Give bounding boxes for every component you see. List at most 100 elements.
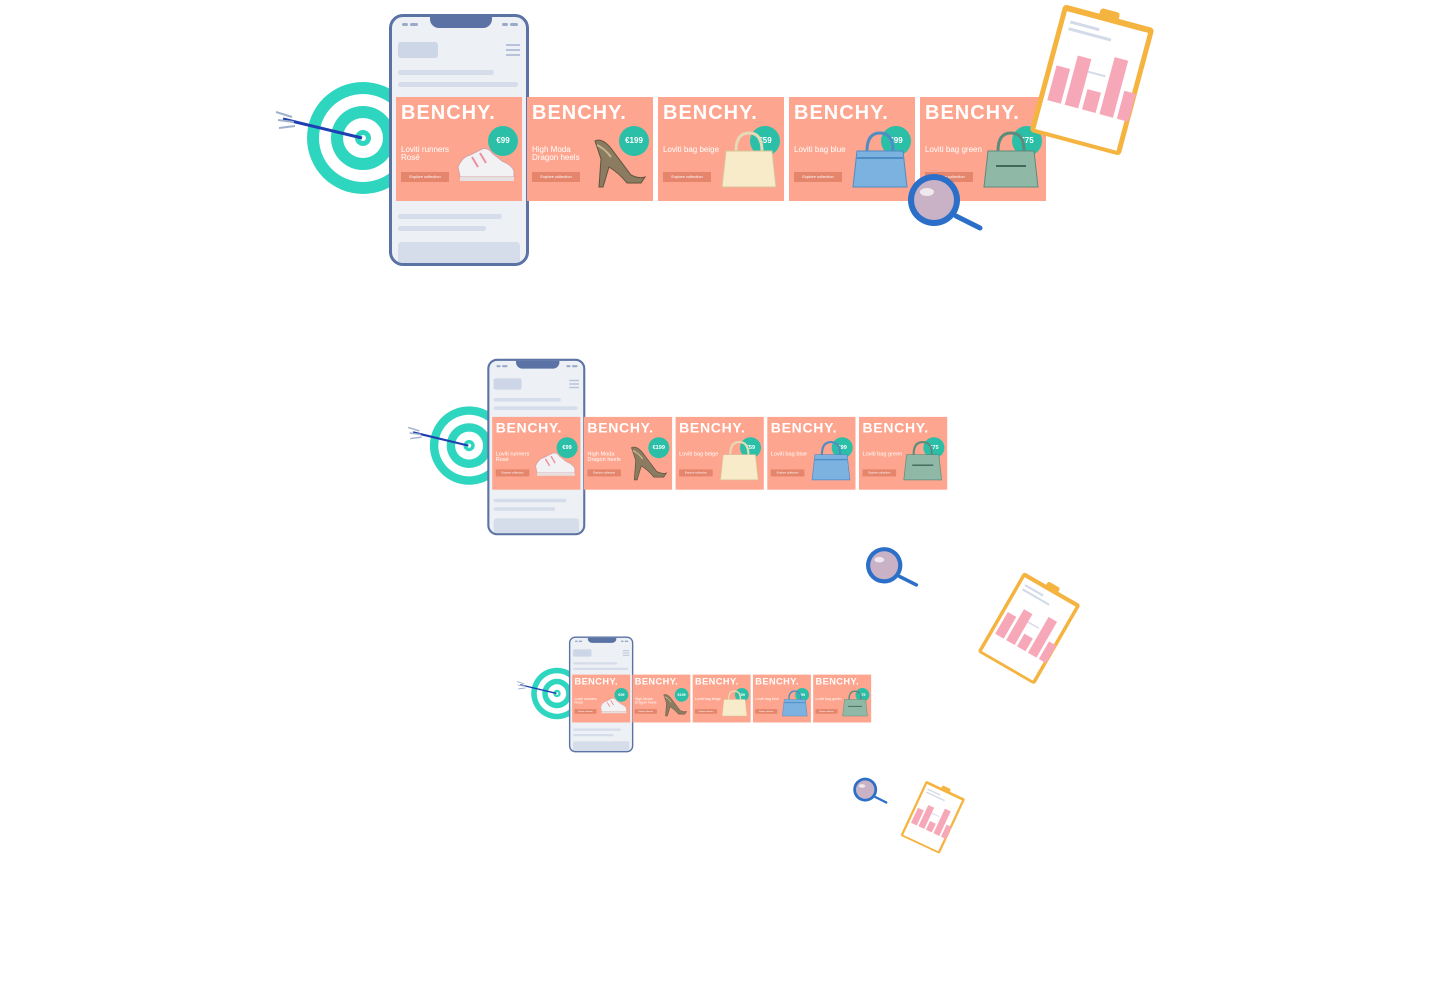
explore-collection-button[interactable]: Explore collection xyxy=(679,469,713,477)
placeholder-footer xyxy=(493,518,579,534)
explore-collection-button[interactable]: Explore collection xyxy=(532,172,580,182)
menu-icon xyxy=(506,44,520,46)
explore-collection-button[interactable]: Explore collection xyxy=(634,709,657,714)
menu-icon xyxy=(622,650,630,652)
high-heel-icon xyxy=(631,446,668,481)
price-badge: €199 xyxy=(648,437,670,459)
menu-icon xyxy=(506,54,520,56)
brand-logo: BENCHY. xyxy=(815,676,860,688)
product-name: Loviti bag blue xyxy=(770,450,807,457)
price-badge: €99 xyxy=(556,437,578,459)
placeholder-logo xyxy=(493,378,522,390)
phone-notch xyxy=(587,637,617,643)
brand-logo: BENCHY. xyxy=(679,420,746,436)
product-name: Loviti runners Rosé xyxy=(574,696,597,705)
sneaker-icon xyxy=(457,148,515,181)
placeholder-line xyxy=(573,662,618,665)
brand-logo: BENCHY. xyxy=(925,102,1020,124)
clipboard-chart-icon xyxy=(1030,4,1154,156)
placeholder-line xyxy=(573,667,629,671)
arrow-icon xyxy=(407,426,469,447)
price-badge: €75 xyxy=(923,437,945,459)
price-badge: €59 xyxy=(735,687,749,702)
explore-collection-button[interactable]: Explore collection xyxy=(401,172,449,182)
handbag-green-icon xyxy=(842,690,868,717)
explore-collection-button[interactable]: Explore collection xyxy=(663,172,711,182)
clipboard-chart-icon xyxy=(900,781,965,854)
brand-logo: BENCHY. xyxy=(663,102,758,124)
explore-collection-button[interactable]: Explore collection xyxy=(694,709,718,714)
placeholder-line xyxy=(493,398,561,402)
product-name: Loviti bag beige xyxy=(679,450,719,457)
placeholder-footer xyxy=(573,741,630,751)
brand-logo: BENCHY. xyxy=(755,676,799,688)
explore-collection-button[interactable]: Explore collection xyxy=(794,172,842,182)
price-badge: €99 xyxy=(831,437,853,459)
placeholder-line xyxy=(493,406,578,410)
explore-collection-button[interactable]: Explore collection xyxy=(770,469,805,477)
analytics-layer xyxy=(853,777,965,854)
price-badge: €59 xyxy=(740,437,761,459)
price-badge: €99 xyxy=(488,126,518,156)
brand-logo: BENCHY. xyxy=(401,102,496,124)
explore-collection-button[interactable]: Explore collection xyxy=(574,709,597,714)
menu-icon xyxy=(622,652,630,654)
sneaker-icon xyxy=(535,452,576,476)
clipboard-chart-icon xyxy=(978,572,1080,684)
explore-collection-button[interactable]: Explore collection xyxy=(925,172,973,182)
product-name: Loviti bag green xyxy=(815,696,842,701)
magnifier-icon xyxy=(908,174,983,231)
product-name: Loviti bag blue xyxy=(755,696,779,701)
product-name: High Moda Dragon heels xyxy=(532,145,580,162)
status-dot xyxy=(410,23,418,26)
brand-logo: BENCHY. xyxy=(495,420,563,436)
status-dot xyxy=(566,365,571,368)
handbag-blue-icon xyxy=(811,441,851,481)
high-heel-icon xyxy=(663,694,688,717)
analytics-layer xyxy=(908,4,1154,231)
sneaker-icon xyxy=(600,698,627,714)
product-name: Loviti bag beige xyxy=(694,696,721,701)
explore-collection-button[interactable]: Explore collection xyxy=(755,709,778,714)
explore-collection-button[interactable]: Explore collection xyxy=(495,469,530,477)
status-dot xyxy=(574,640,578,642)
price-badge: €199 xyxy=(674,687,689,702)
handbag-beige-icon xyxy=(721,131,777,188)
product-name: Loviti bag green xyxy=(862,450,903,457)
explore-collection-button[interactable]: Explore collection xyxy=(587,469,621,477)
explore-collection-button[interactable]: Explore collection xyxy=(862,469,897,477)
magnifier-icon xyxy=(853,777,888,804)
magnifier-icon xyxy=(866,547,919,587)
status-dot xyxy=(510,23,518,26)
handbag-beige-icon xyxy=(720,441,759,481)
placeholder-logo xyxy=(398,42,438,58)
product-name: Loviti bag blue xyxy=(794,145,846,154)
brand-logo: BENCHY. xyxy=(794,102,889,124)
menu-icon xyxy=(569,383,579,385)
phone-notch xyxy=(430,17,492,28)
status-dot xyxy=(578,640,583,642)
explore-collection-button[interactable]: Explore collection xyxy=(815,709,838,714)
placeholder-line xyxy=(398,82,518,87)
status-dot xyxy=(624,640,629,642)
placeholder-line xyxy=(398,226,486,231)
product-name: High Moda Dragon heels xyxy=(634,696,657,705)
status-dot xyxy=(402,23,408,26)
handbag-blue-icon xyxy=(782,690,808,717)
placeholder-line xyxy=(493,498,567,503)
